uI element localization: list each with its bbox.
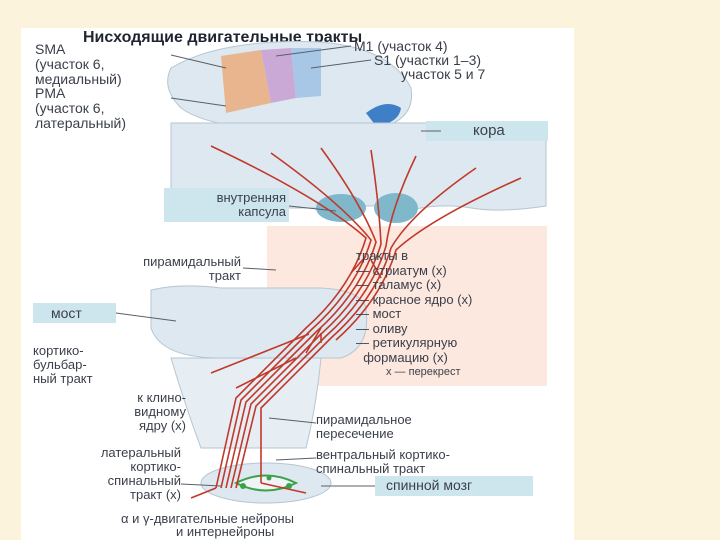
internal-capsule-box xyxy=(164,188,289,222)
internal-capsule-right xyxy=(374,193,418,223)
sma-label: SMA(участок 6,медиальный) xyxy=(35,41,122,87)
diagram-panel: Нисходящие двигательные тракты xyxy=(21,28,574,540)
area57-arrowhead xyxy=(366,104,401,126)
m1-label: M1 (участок 4) xyxy=(354,38,448,54)
pons-section xyxy=(150,285,368,359)
ventral-cst-label: вентральный кортико-спинальный тракт xyxy=(316,447,450,476)
pons-label: мост xyxy=(51,305,82,321)
cortex-label: кора xyxy=(473,122,505,139)
decussation-legend: x — перекрест xyxy=(386,366,461,378)
motor-neurons xyxy=(240,475,292,489)
tract-targets-label: тракты в — стриатум (x) — таламус (x) — … xyxy=(356,248,473,365)
cortex-box xyxy=(426,121,548,141)
spinal-cord-box xyxy=(375,476,533,496)
pma-label: PMA(участок 6,латеральный) xyxy=(35,85,126,131)
s1-area xyxy=(291,48,321,98)
sma-area xyxy=(221,50,271,113)
m1-area xyxy=(261,48,296,103)
area57-label: участок 5 и 7 xyxy=(401,66,486,82)
motor-tracts xyxy=(190,145,522,499)
diagram-drawing xyxy=(33,41,548,504)
corticobulbar-label: кортико-бульбар-ный тракт xyxy=(33,343,93,386)
s1-label: S1 (участки 1–3) xyxy=(374,52,482,68)
spinal-cord-label: спинной мозг xyxy=(386,477,473,493)
pons-box xyxy=(33,303,116,323)
